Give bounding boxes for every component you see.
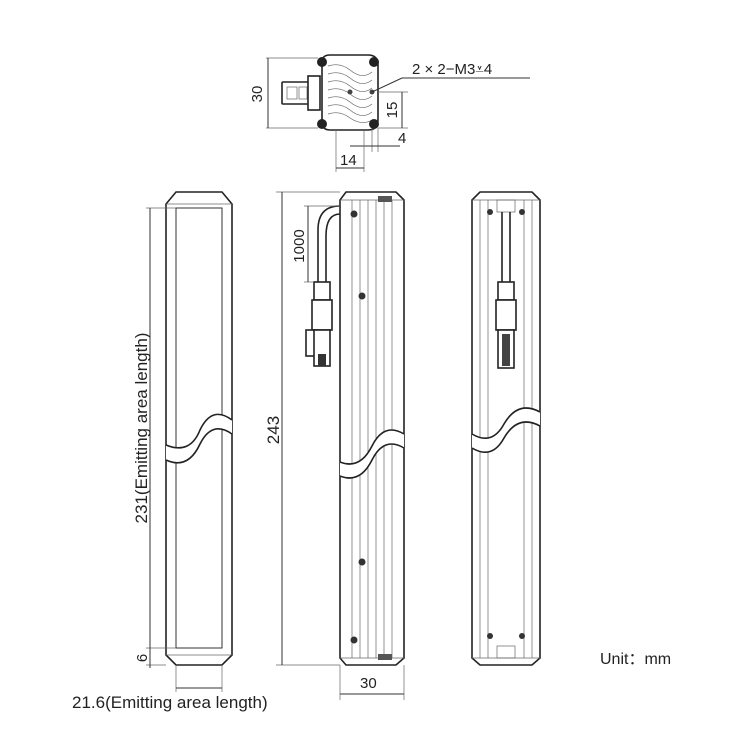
mount-hole-icon [317, 119, 327, 129]
rear-view [471, 191, 541, 666]
heatsink-housing [317, 54, 379, 131]
cable [305, 205, 341, 367]
top-width-dim: 14 [340, 152, 357, 169]
edge-dim: 4 [398, 130, 406, 147]
connector-plug [281, 75, 321, 111]
total-length-dim: 243 [264, 416, 283, 444]
hole-offset-dim: 15 [384, 102, 401, 119]
mount-hole-icon [317, 57, 327, 67]
side-view: 243 1000 [264, 191, 405, 700]
bottom-dim: 6 [134, 654, 151, 662]
unit-label: Unit：mm [600, 651, 671, 668]
side-width-dim: 30 [360, 675, 377, 692]
emitting-width-dim: 21.6(Emitting area length) [72, 693, 268, 712]
mount-hole-icon [369, 119, 379, 129]
top-height-dim: 30 [249, 86, 266, 103]
screw-callout: 2 × 2−M3⩡4 [412, 61, 492, 78]
emitting-length-dim: 231(Emitting area length) [132, 333, 151, 524]
front-view: 231(Emitting area length) 6 21.6(Emittin… [72, 191, 268, 712]
cable-length-dim: 1000 [291, 229, 308, 262]
mount-hole-icon [369, 57, 379, 67]
top-end-view: 30 2 × 2−M3⩡4 [249, 54, 530, 172]
